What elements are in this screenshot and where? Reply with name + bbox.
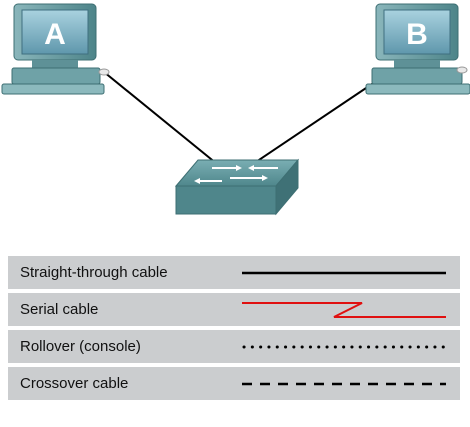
straight-through-line-icon: [242, 271, 446, 275]
cable-legend: Straight-through cable Serial cable Roll…: [8, 256, 460, 404]
computer-icon: [1, 3, 110, 95]
network-diagram: A B: [1, 3, 470, 216]
computer-a: A: [1, 3, 110, 95]
computer-label: A: [44, 18, 66, 51]
crossover-line-icon: [242, 382, 446, 386]
legend-label: Serial cable: [20, 301, 99, 318]
legend-label: Crossover cable: [20, 375, 129, 392]
legend-row-rollover: Rollover (console): [8, 330, 460, 363]
legend-row-straight-through: Straight-through cable: [8, 256, 460, 289]
computer-label: B: [406, 18, 428, 51]
cable-a-to-switch: [103, 71, 223, 169]
computer-icon: [365, 3, 470, 95]
rollover-line-icon: [242, 345, 448, 349]
legend-label: Straight-through cable: [20, 264, 168, 281]
legend-row-crossover: Crossover cable: [8, 367, 460, 400]
legend-row-serial: Serial cable: [8, 293, 460, 326]
computer-b: B: [365, 3, 470, 95]
serial-line-icon: [242, 302, 446, 318]
legend-label: Rollover (console): [20, 338, 141, 355]
network-switch-icon: [174, 158, 300, 216]
cable-b-to-switch: [243, 79, 379, 171]
